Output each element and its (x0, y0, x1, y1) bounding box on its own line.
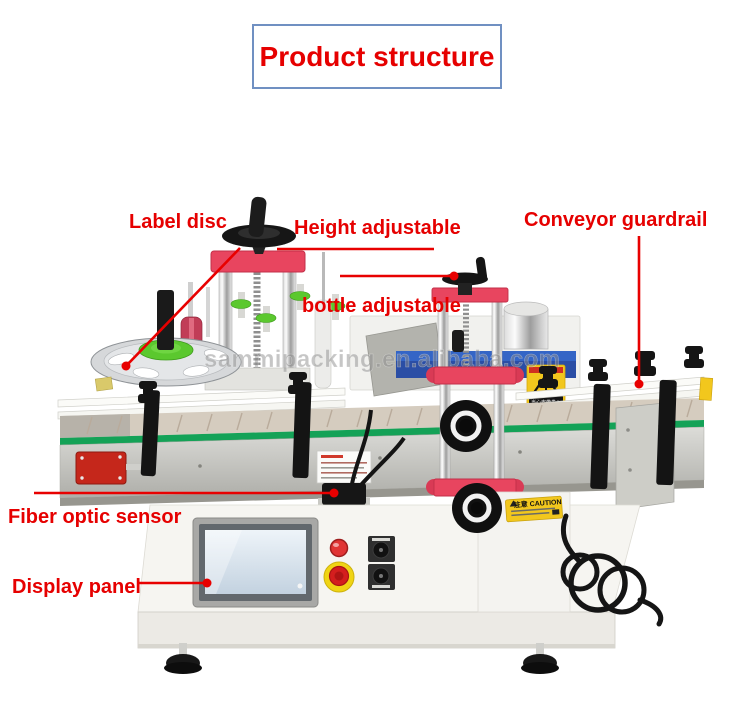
label-disc-leader-line (125, 247, 241, 367)
rail-brackets (140, 381, 312, 479)
leader-lines (34, 236, 644, 588)
conveyor-end (590, 377, 714, 511)
bottle-wrap-wheels (426, 366, 524, 497)
selector-switches (368, 536, 395, 590)
annotation-conveyor-guardrail: Conveyor guardrail (524, 209, 708, 231)
emergency-stop-button (323, 561, 355, 593)
annotation-label-disc: Label disc (129, 211, 227, 233)
annotation-fiber-optic-sensor: Fiber optic sensor (8, 506, 182, 528)
power-cord (560, 513, 664, 627)
lower-wrap-wheel (452, 483, 502, 533)
annotation-bottle-adjustable: bottle adjustable (302, 295, 461, 317)
label-disc-assembly (90, 282, 242, 392)
fiber-optic-sensor (316, 409, 406, 506)
annotation-height-adjustable: Height adjustable (294, 217, 461, 239)
conveyor (57, 346, 705, 506)
belt-green-strip (60, 420, 704, 445)
control-panel (192, 517, 395, 608)
adjustable-feet (164, 643, 559, 674)
annotation-display-panel: Display panel (12, 576, 141, 598)
title-box: Product structure (252, 24, 502, 89)
caution-sticker: 注意 CAUTION (505, 495, 563, 523)
labeling-head (204, 196, 346, 391)
page-title: Product structure (259, 40, 495, 72)
bottle-adjust-unit (431, 256, 509, 380)
touchscreen (192, 517, 319, 608)
power-button (329, 538, 349, 558)
handwheel (222, 196, 296, 254)
